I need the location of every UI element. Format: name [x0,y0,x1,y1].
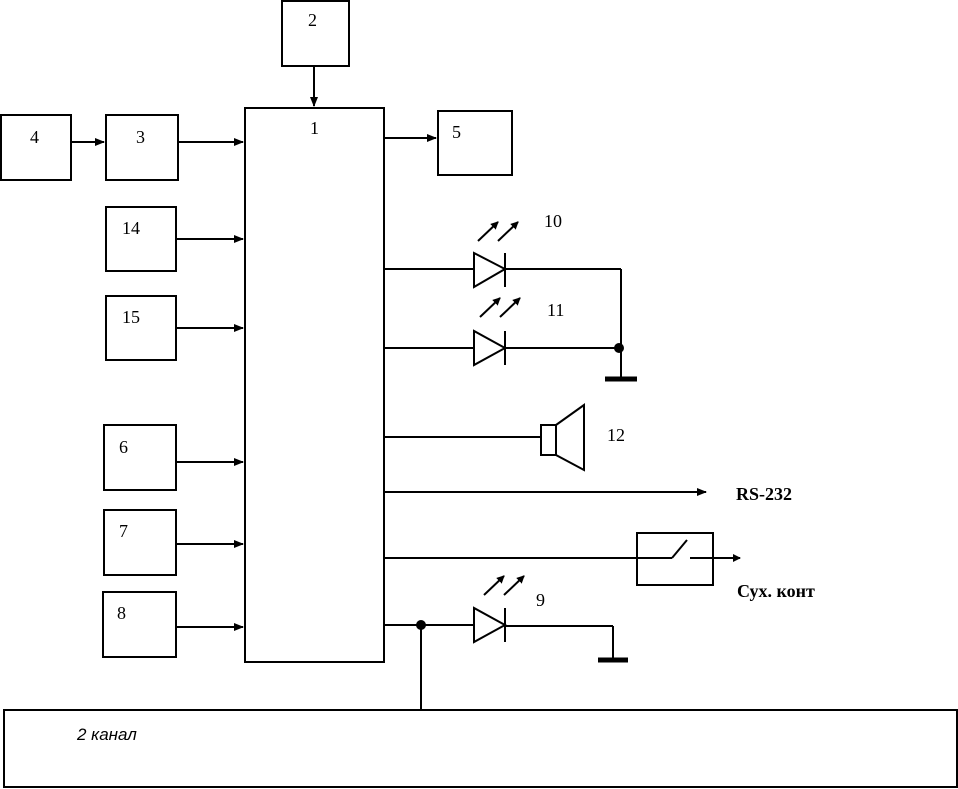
speaker-12-label: 12 [607,425,625,445]
rs232-output: RS-232 [384,484,792,504]
block-14-label: 14 [122,218,140,238]
block-14: 14 [105,206,177,272]
dry-contact-label: Сух. конт [737,581,815,601]
block-3-label: 3 [136,127,145,147]
block-8: 8 [102,591,177,658]
block-1-label: 1 [310,118,319,138]
led-11: 11 [384,297,619,367]
block-7: 7 [103,509,177,576]
ground-symbol-top [605,269,637,382]
led-11-label: 11 [547,300,564,320]
block-15-label: 15 [122,307,140,327]
block-2-label: 2 [308,10,317,30]
dry-contact-relay: Сух. конт [384,532,815,601]
block-6-label: 6 [119,437,128,457]
block-1: 1 [244,107,385,663]
channel-2-label: 2 канал [76,725,137,744]
block-15: 15 [105,295,177,361]
block-2: 2 [281,0,350,67]
block-6: 6 [103,424,177,491]
block-4-label: 4 [30,127,39,147]
channel-2-block: 2 канал [3,709,958,788]
speaker-12: 12 [384,403,625,472]
led-10-label: 10 [544,211,562,231]
block-7-label: 7 [119,521,128,541]
block-5: 5 [437,110,513,176]
block-4: 4 [0,114,72,181]
rs232-label: RS-232 [736,484,792,504]
block-8-label: 8 [117,603,126,623]
led-9: 9 [384,575,628,710]
led-9-label: 9 [536,590,545,610]
block-3: 3 [105,114,179,181]
block-5-label: 5 [452,122,461,142]
led-10: 10 [384,211,621,289]
